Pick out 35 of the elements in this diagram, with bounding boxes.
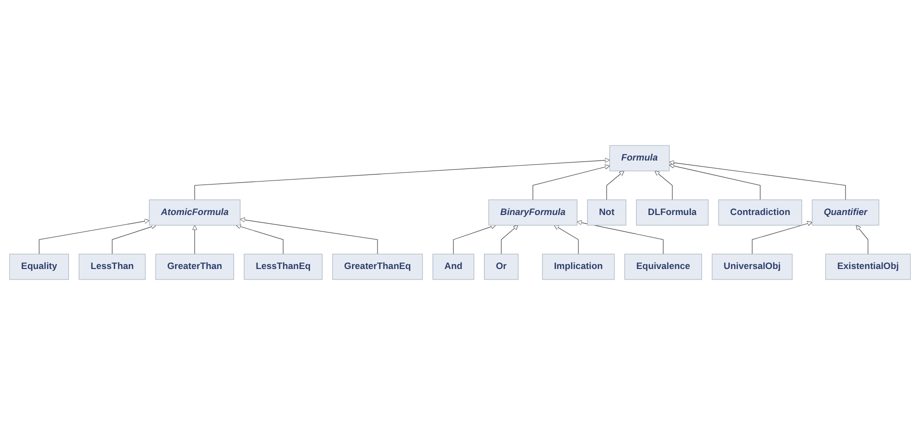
node-box: Formula (609, 145, 670, 172)
node-box: AtomicFormula (149, 200, 240, 226)
arrow (194, 158, 610, 200)
node-box: LessThan (78, 254, 146, 280)
arrow (236, 224, 284, 254)
arrow (240, 217, 378, 254)
node-box: ExistentialObj (825, 254, 911, 280)
arrow (606, 170, 624, 200)
node-box: Or (484, 254, 518, 280)
arrow (856, 224, 868, 254)
node-box: DLFormula (636, 200, 708, 226)
arrow (112, 224, 156, 254)
node-box: GreaterThan (155, 254, 234, 280)
arrow (532, 164, 610, 200)
node-box: Contradiction (718, 200, 802, 226)
node-box: Quantifier (812, 200, 880, 226)
arrow (576, 220, 664, 254)
arrow (669, 163, 760, 200)
arrow (654, 170, 673, 200)
node-box: GreaterThanEq (332, 254, 423, 280)
arrow (500, 224, 518, 254)
arrow (669, 160, 846, 200)
arrow (554, 224, 579, 254)
node-box: Equivalence (624, 254, 702, 280)
arrow (192, 224, 198, 254)
node-box: Implication (542, 254, 615, 280)
node-box: Not (587, 200, 626, 226)
node-box: Equality (9, 254, 69, 280)
node-box: LessThanEq (244, 254, 322, 280)
node-box: UniversalObj (712, 254, 793, 280)
node-box: BinaryFormula (488, 200, 578, 226)
arrow (453, 224, 496, 254)
arrow (752, 221, 812, 254)
node-box: And (432, 254, 474, 280)
arrow (38, 218, 150, 254)
